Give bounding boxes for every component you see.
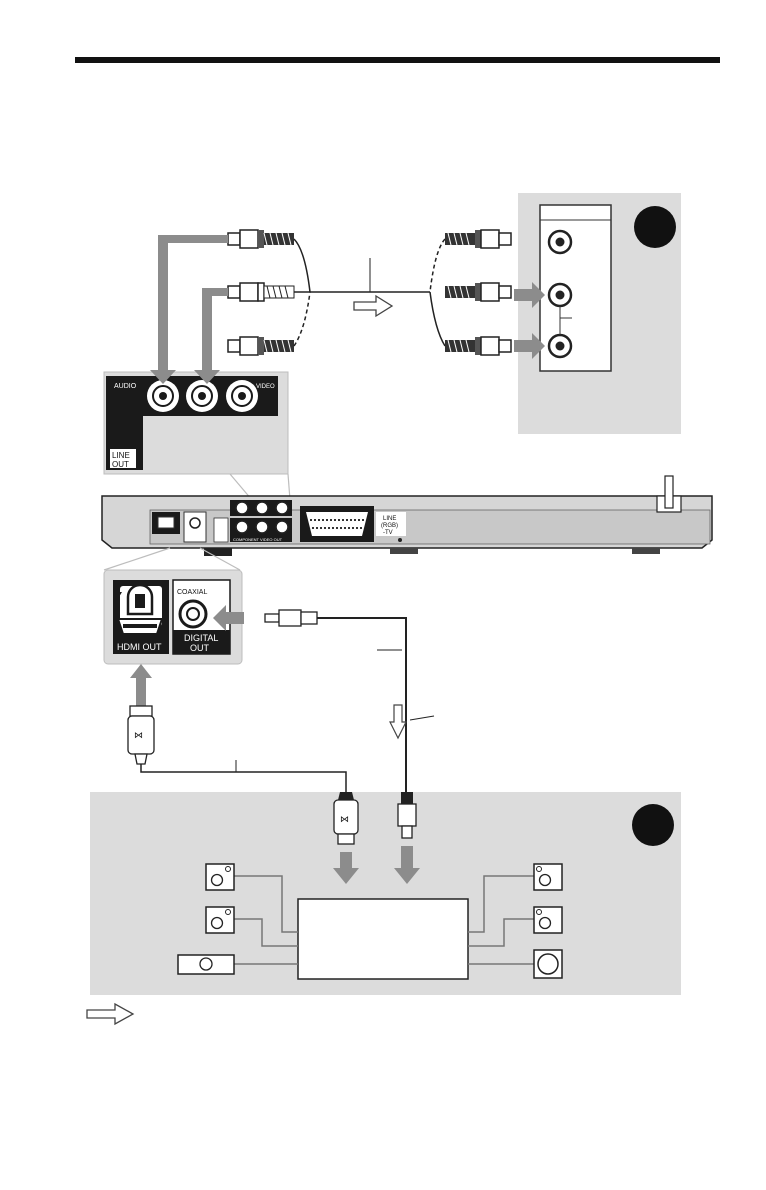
rear-component-label: COMPONENT VIDEO OUT [233,537,283,542]
line-out-audio-label: AUDIO [114,383,137,390]
speaker-front-left [205,863,235,891]
rear-line-label: LINE [383,516,396,522]
speaker-surround-left [205,906,235,934]
line-out-input-arrows [150,235,228,384]
player-rear-panel: COMPONENT VIDEO OUT LINE (RGB) -TV [101,475,713,556]
av-receiver [297,898,469,980]
speaker-surround-right [533,906,563,934]
line-out-label-line1: LINE [112,451,130,460]
rear-tv-label: -TV [383,530,393,536]
header-rule [75,57,720,63]
signal-flow-legend-arrow [86,1002,135,1026]
digital-label-line2: OUT [190,643,210,653]
rca-plug [227,229,294,249]
line-out-label-line2: OUT [112,460,129,469]
line-out-zoom-panel: AUDIO VIDEO LINE OUT [103,371,289,475]
hdmi-plug-logo: ⋈ [134,730,143,740]
amp-marker-circle [632,804,674,846]
signal-flow-arrow [353,294,394,318]
audio-cable-left-plugs [227,229,295,356]
amplifier-panel: ⋈ [90,792,681,995]
tv-marker-circle [634,206,676,248]
rear-rgb-label: (RGB) [381,523,398,529]
rca-plug [227,282,295,302]
rca-plug [227,336,294,356]
rca-plug [445,336,512,356]
hdmi-plug-logo-2: ⋈ [340,814,349,824]
tv-panel [518,193,681,434]
audio-cable-wires [293,238,446,347]
rca-plug [445,229,512,249]
speaker-center [177,954,235,975]
speaker-front-right [533,863,563,891]
hdmi-out-label: HDMI OUT [117,642,162,652]
speaker-subwoofer [533,949,563,979]
audio-cable-right-plugs [445,229,512,356]
line-out-video-label: VIDEO [256,384,275,390]
rca-plug [445,282,512,302]
digital-label-line1: DIGITAL [184,633,218,643]
tv-input-arrows [514,282,545,359]
coaxial-label: COAXIAL [177,589,207,596]
digital-zoom-panel: HDMI OUT COAXIAL DIGITAL OUT [103,547,243,665]
